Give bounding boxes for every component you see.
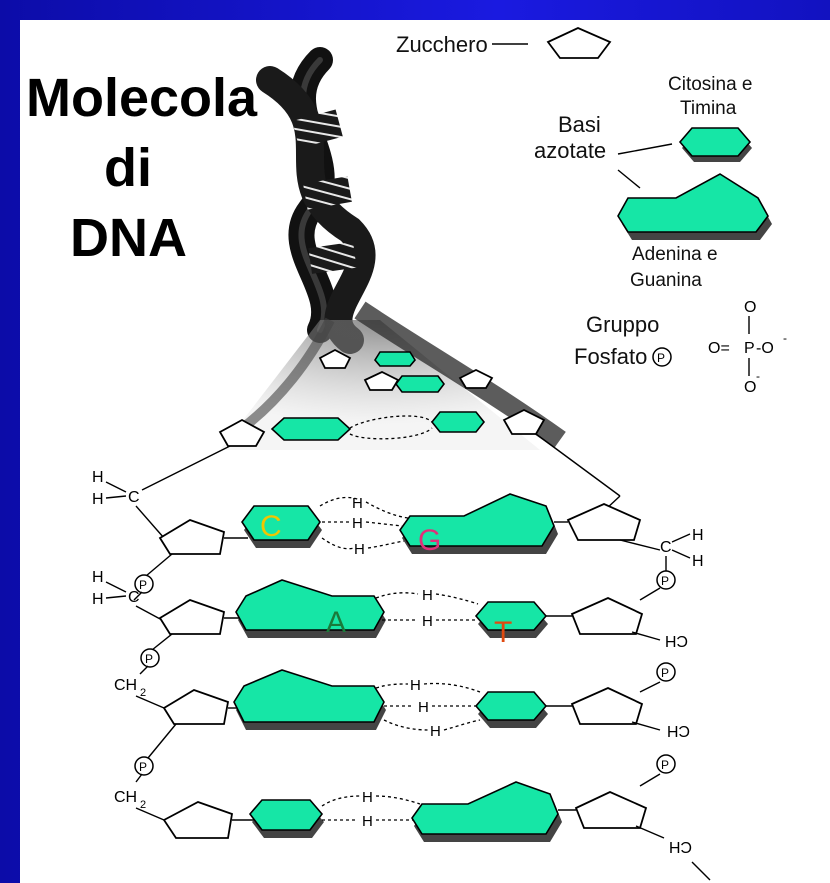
sugar-left-4 bbox=[162, 801, 234, 839]
svg-text:CH: CH bbox=[667, 722, 690, 739]
svg-text:C: C bbox=[660, 539, 672, 556]
svg-text:O: O bbox=[744, 379, 756, 396]
svg-text:H: H bbox=[422, 613, 433, 630]
svg-text:H: H bbox=[92, 469, 104, 486]
svg-text:P: P bbox=[661, 574, 669, 588]
svg-text:H: H bbox=[410, 677, 421, 694]
svg-text:-: - bbox=[756, 369, 760, 383]
svg-text:H: H bbox=[692, 553, 704, 570]
sugar-left-2 bbox=[158, 599, 226, 635]
svg-text:H: H bbox=[354, 541, 365, 558]
thymine-base bbox=[474, 601, 548, 631]
svg-text:H: H bbox=[362, 813, 373, 830]
dna-ladder: H H C C H H H bbox=[92, 433, 711, 881]
svg-text:CH: CH bbox=[665, 632, 688, 649]
legend-phosphate: Gruppo Fosfato P O O= P -O - O - bbox=[574, 299, 787, 396]
legend-purine-line-2: Guanina bbox=[630, 270, 702, 291]
sugar-left-3 bbox=[162, 689, 230, 725]
adenine-base bbox=[235, 579, 385, 631]
guanine-letter: G bbox=[418, 524, 441, 557]
legend-phosphate-line-2: Fosfato bbox=[574, 344, 647, 369]
svg-text:H: H bbox=[92, 569, 104, 586]
legend-pyrimidine-line-1: Citosina e bbox=[668, 74, 753, 95]
pyrimidine-base-row-3 bbox=[474, 691, 548, 721]
legend-bases: Basi azotate bbox=[534, 112, 673, 189]
svg-text:O=: O= bbox=[708, 340, 730, 357]
base-pair-row-1: C H H H G C H H bbox=[158, 493, 704, 572]
purine-shape-icon bbox=[617, 173, 769, 233]
svg-text:P: P bbox=[139, 760, 147, 774]
pyrimidine-hexagon-icon bbox=[678, 127, 752, 157]
svg-text:P: P bbox=[139, 578, 147, 592]
diagram-panel bbox=[20, 20, 830, 883]
svg-text:P: P bbox=[661, 666, 669, 680]
pyrimidine-base-row-4 bbox=[248, 799, 324, 831]
title-line-3: DNA bbox=[70, 208, 187, 268]
unwinding-rungs bbox=[218, 348, 546, 447]
svg-text:P: P bbox=[661, 758, 669, 772]
purine-base-row-3 bbox=[233, 669, 385, 723]
cytosine-base bbox=[241, 505, 321, 541]
legend-bases-line-1: Basi bbox=[558, 112, 601, 137]
svg-text:CH: CH bbox=[669, 838, 692, 855]
svg-text:-O: -O bbox=[756, 340, 774, 357]
svg-text:CH: CH bbox=[114, 677, 137, 694]
svg-text:P: P bbox=[657, 351, 665, 365]
sugar-right-1 bbox=[566, 503, 642, 541]
helix-rungs bbox=[292, 109, 357, 274]
legend-pyrimidine-line-2: Timina bbox=[680, 98, 737, 119]
legend-bases-line-2: azotate bbox=[534, 138, 606, 163]
base-pair-row-2: A H H T CH bbox=[158, 579, 688, 649]
svg-text:H: H bbox=[352, 515, 363, 532]
legend-phosphate-line-1: Gruppo bbox=[586, 312, 659, 337]
legend-purine: Adenina e Guanina bbox=[617, 173, 772, 291]
cytosine-letter: C bbox=[260, 510, 282, 543]
double-helix bbox=[220, 47, 566, 450]
legend-sugar-label: Zucchero bbox=[396, 32, 488, 57]
sugar-right-4 bbox=[574, 791, 648, 829]
svg-text:H: H bbox=[692, 527, 704, 544]
legend-purine-line-1: Adenina e bbox=[632, 244, 718, 265]
title-line-1: Molecola bbox=[26, 68, 258, 128]
legend-pyrimidine: Citosina e Timina bbox=[668, 74, 753, 162]
base-pair-row-3: H H H CH bbox=[162, 669, 690, 740]
svg-text:P: P bbox=[744, 340, 755, 357]
phosphate-circle-icon bbox=[652, 347, 672, 367]
svg-text:H: H bbox=[430, 723, 441, 740]
svg-text:H: H bbox=[418, 699, 429, 716]
svg-text:H: H bbox=[92, 591, 104, 608]
dna-diagram: Molecola di DNA bbox=[26, 27, 787, 881]
svg-text:H: H bbox=[92, 491, 104, 508]
guanine-base bbox=[399, 493, 555, 547]
svg-text:CH: CH bbox=[114, 789, 137, 806]
svg-text:C: C bbox=[128, 589, 140, 606]
sugar-right-2 bbox=[570, 597, 644, 635]
svg-text:O: O bbox=[744, 299, 756, 316]
sugar-right-3 bbox=[570, 687, 644, 725]
svg-text:-: - bbox=[783, 331, 787, 345]
svg-text:H: H bbox=[362, 789, 373, 806]
svg-text:2: 2 bbox=[140, 687, 146, 699]
svg-text:H: H bbox=[422, 587, 433, 604]
svg-text:H: H bbox=[352, 495, 363, 512]
sugar-pentagon-icon bbox=[546, 27, 612, 59]
legend-sugar: Zucchero bbox=[396, 27, 612, 59]
phosphate-formula: O O= P -O - O - bbox=[708, 299, 787, 396]
sugar-left-1 bbox=[158, 519, 226, 555]
base-pair-row-4: H H CH bbox=[162, 781, 711, 881]
title-line-2: di bbox=[104, 138, 152, 198]
purine-base-row-4 bbox=[411, 781, 559, 835]
svg-text:2: 2 bbox=[140, 799, 146, 811]
svg-text:C: C bbox=[128, 489, 140, 506]
thymine-letter: T bbox=[494, 616, 512, 649]
adenine-letter: A bbox=[326, 606, 346, 639]
svg-text:P: P bbox=[145, 652, 153, 666]
